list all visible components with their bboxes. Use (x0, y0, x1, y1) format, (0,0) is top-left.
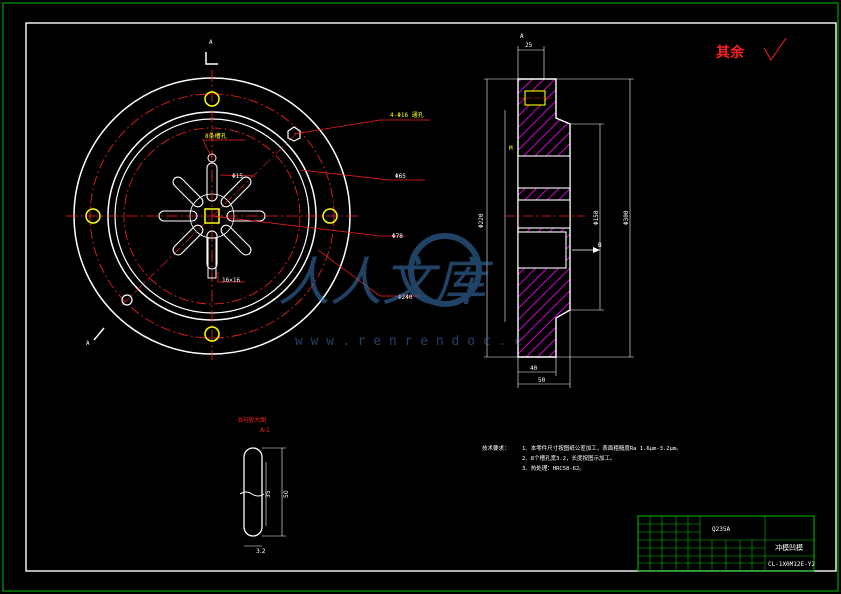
radial-slots (158, 162, 266, 270)
center-top-hole (207, 153, 217, 163)
mount-hole-top (204, 91, 220, 107)
front-view (66, 52, 430, 360)
side-view (484, 46, 634, 388)
pitch-circle (123, 127, 301, 305)
side-label-40: 40 (530, 365, 538, 372)
tech-notes: 技术要求： 1、本零件尺寸按图纸公差加工，表面粗糙度Ra 1.6μm-3.2μm… (482, 444, 682, 472)
detail-view: B向放大图 A-1 35 50 3.2 (238, 416, 290, 555)
mount-hole-left (85, 208, 101, 224)
label-d78: Φ78 (392, 233, 403, 240)
tech-heading: 技术要求： (482, 444, 510, 452)
title-part-name: 冲模凹模 (775, 543, 803, 552)
roughness-label: 其余 (716, 44, 745, 61)
bore-lower (517, 231, 567, 269)
mount-hole-right (322, 208, 338, 224)
side-label-50: 50 (538, 377, 546, 384)
roughness-symbol (763, 37, 787, 61)
section-label-a-top: A (209, 39, 213, 46)
watermark-url: w w w . r e n r e n d o c . c (295, 334, 522, 349)
detail-subtitle: A-1 (260, 427, 270, 434)
side-label-150: Φ150 (593, 210, 600, 225)
title-material: Q235A (712, 526, 730, 533)
label-slot: 8条槽孔 (205, 132, 227, 140)
watermark-main: 人人文库 (278, 253, 494, 313)
bore-center (517, 199, 571, 229)
side-label-m: M (509, 145, 513, 152)
side-label-a: A (520, 33, 524, 40)
tech-note-3: 3、热处理：HRC58-62。 (522, 464, 585, 472)
bore-upper (517, 155, 571, 189)
label-keyway: 16×16 (222, 277, 240, 284)
side-label-220: Φ220 (478, 213, 485, 228)
side-label-b: B (598, 242, 602, 249)
center-square (204, 208, 220, 224)
tech-note-1: 1、本零件尺寸按图纸公差加工，表面粗糙度Ra 1.6μm-3.2μm。 (522, 444, 682, 452)
side-label-300: Φ300 (623, 210, 630, 225)
detail-title: B向放大图 (238, 416, 266, 424)
detail-dim-35: 35 (265, 490, 272, 498)
section-mark-a (93, 52, 218, 341)
detail-dim-50: 50 (283, 490, 290, 498)
label-d65: Φ65 (395, 173, 406, 180)
title-block: Q235A 冲模凹模 CL-1X0M12E-Y2 (637, 515, 815, 572)
tech-note-2: 2、8个槽孔宽3.2，长度按图示加工。 (522, 454, 616, 462)
detail-dim-3: 3.2 (256, 548, 266, 555)
label-d240: Φ240 (398, 294, 413, 301)
watermark: 人人文库 w w w . r e n r e n d o c . c (278, 233, 522, 349)
inner-frame (25, 22, 837, 572)
mount-hole-bottom (204, 326, 220, 342)
label-holes: 4-Φ16 通孔 (390, 111, 424, 119)
section-label-a-bottom: A (86, 340, 90, 347)
side-label-25: 25 (525, 42, 533, 49)
hex-hole (287, 126, 301, 142)
keyway (207, 237, 217, 279)
title-drawing-no: CL-1X0M12E-Y2 (768, 561, 815, 568)
small-hole (121, 294, 133, 306)
label-d15: Φ15 (232, 173, 243, 180)
